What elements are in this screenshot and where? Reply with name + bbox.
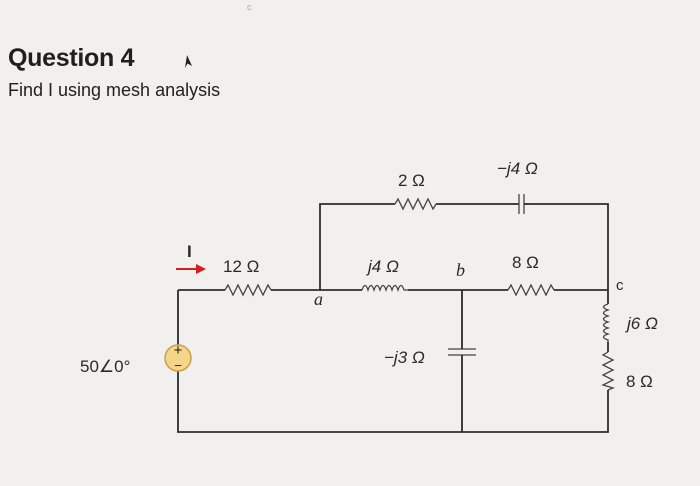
- resistor-2: [394, 197, 437, 211]
- label-j6-ohm: j6 Ω: [625, 314, 658, 333]
- capacitor-j3: [448, 340, 476, 362]
- source-minus: −: [174, 358, 182, 373]
- label-2-ohm: 2 Ω: [398, 171, 425, 190]
- question-prompt: Find I using mesh analysis: [8, 80, 221, 100]
- voltage-source: + −: [164, 342, 192, 373]
- inductor-j6: [602, 303, 611, 342]
- capacitor-j4: [512, 194, 530, 214]
- resistor-12: [224, 283, 272, 297]
- label-minus-j3-ohm: −j3 Ω: [384, 348, 425, 367]
- source-plus: +: [174, 342, 183, 359]
- resistor-8-top: [507, 283, 555, 297]
- inductor-j4: [361, 284, 408, 293]
- node-c-label: c: [616, 277, 624, 294]
- label-8-ohm-top: 8 Ω: [512, 253, 539, 272]
- label-8-ohm-right: 8 Ω: [626, 372, 653, 391]
- current-label: I: [187, 242, 192, 261]
- faint-margin-mark: c: [247, 2, 252, 12]
- label-12-ohm: 12 Ω: [223, 257, 259, 276]
- label-j4-ohm: j4 Ω: [366, 257, 399, 276]
- current-arrow-icon: [176, 264, 206, 274]
- label-minus-j4-ohm: −j4 Ω: [497, 159, 538, 178]
- source-label: 50∠0°: [80, 357, 130, 376]
- resistor-8-right: [601, 351, 615, 391]
- question-title: Question 4: [8, 44, 135, 72]
- wire-top-loop: [178, 203, 609, 304]
- mouse-cursor-icon: [180, 54, 194, 75]
- node-a-label: a: [314, 289, 323, 309]
- node-b-label: b: [456, 260, 465, 280]
